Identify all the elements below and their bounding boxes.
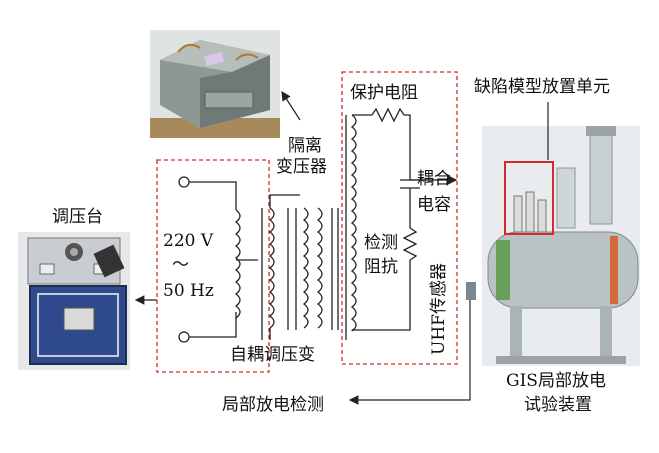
detection-impedance-label-1: 检测 bbox=[364, 233, 398, 253]
coupling-capacitor-label-2: 电容 bbox=[417, 195, 451, 215]
source-voltage-label: 220 V bbox=[163, 231, 214, 251]
source-tilde-label: ～ bbox=[172, 255, 189, 275]
measurement-dashed-box bbox=[341, 71, 458, 365]
protection-resistor-label: 保护电阻 bbox=[350, 83, 418, 103]
gis-device-label-2: 试验装置 bbox=[524, 395, 592, 415]
coupling-capacitor-label-1: 耦合 bbox=[417, 169, 451, 189]
detection-impedance-label-2: 阻抗 bbox=[364, 257, 398, 277]
autotransformer-label: 自耦调压变 bbox=[230, 345, 315, 365]
measurement-wiring bbox=[345, 107, 458, 340]
defect-unit-label: 缺陷模型放置单元 bbox=[474, 77, 610, 97]
gis-device-label-1: GIS局部放电 bbox=[506, 371, 606, 391]
gis-device-photo bbox=[466, 126, 640, 366]
isolation-transformer-label-2: 变压器 bbox=[276, 157, 327, 177]
source-dashed-box bbox=[156, 159, 270, 373]
isolation-transformer-photo bbox=[150, 30, 280, 138]
source-frequency-label: 50 Hz bbox=[163, 281, 214, 301]
pd-detection-label: 局部放电检测 bbox=[222, 395, 324, 415]
annotation-arrows bbox=[134, 90, 549, 405]
uhf-sensor-label: UHF传感器 bbox=[429, 263, 449, 355]
source-wiring bbox=[178, 176, 339, 343]
voltage-console-photo bbox=[18, 232, 130, 370]
isolation-transformer-label-1: 隔离 bbox=[288, 136, 322, 156]
voltage-console-label: 调压台 bbox=[52, 207, 103, 227]
